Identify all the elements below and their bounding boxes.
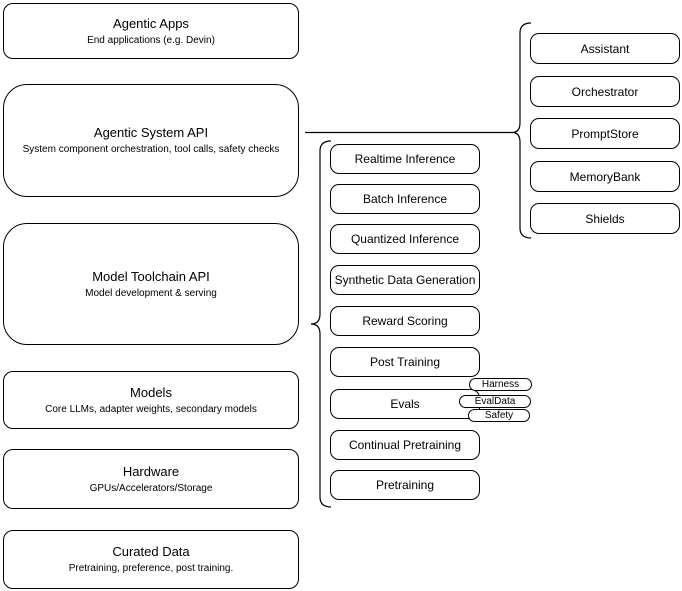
- box-subtitle: Model development & serving: [85, 287, 217, 299]
- box-subtitle: System component orchestration, tool cal…: [22, 144, 280, 155]
- node-label: Batch Inference: [362, 192, 448, 206]
- node-synthetic-data-generation: Synthetic Data Generation: [330, 265, 480, 295]
- node-label: Post Training: [369, 355, 441, 369]
- node-label: Synthetic Data Generation: [334, 273, 476, 287]
- box-agentic-apps: Agentic Apps End applications (e.g. Devi…: [3, 3, 299, 59]
- box-models: Models Core LLMs, adapter weights, secon…: [3, 371, 299, 429]
- node-batch-inference: Batch Inference: [330, 184, 480, 214]
- box-model-toolchain-api: Model Toolchain API Model development & …: [3, 223, 299, 345]
- node-shields: Shields: [530, 203, 680, 234]
- box-title: Curated Data: [112, 544, 190, 559]
- node-post-training: Post Training: [330, 347, 480, 377]
- node-orchestrator: Orchestrator: [530, 76, 680, 107]
- node-memorybank: MemoryBank: [530, 161, 680, 192]
- tag-safety: Safety: [468, 409, 530, 422]
- box-hardware: Hardware GPUs/Accelerators/Storage: [3, 449, 299, 509]
- node-realtime-inference: Realtime Inference: [330, 144, 480, 174]
- box-title: Agentic Apps: [113, 15, 189, 31]
- tag-evaldata: EvalData: [459, 395, 531, 408]
- node-label: Quantized Inference: [350, 232, 460, 246]
- box-subtitle: Pretraining, preference, post training.: [68, 563, 234, 574]
- node-quantized-inference: Quantized Inference: [330, 224, 480, 254]
- box-subtitle: GPUs/Accelerators/Storage: [89, 482, 213, 494]
- box-subtitle: Core LLMs, adapter weights, secondary mo…: [45, 403, 257, 415]
- node-label: Pretraining: [375, 478, 435, 492]
- node-pretraining: Pretraining: [330, 470, 480, 500]
- node-label: Evals: [390, 397, 420, 411]
- node-label: Continual Pretraining: [348, 438, 462, 452]
- box-title: Hardware: [122, 463, 180, 479]
- box-agentic-system-api: Agentic System API System component orch…: [3, 84, 299, 197]
- box-subtitle: End applications (e.g. Devin): [87, 34, 215, 46]
- node-label: PromptStore: [571, 126, 639, 141]
- node-assistant: Assistant: [530, 33, 680, 64]
- node-label: Reward Scoring: [362, 314, 448, 328]
- box-title: Model Toolchain API: [92, 268, 210, 284]
- node-label: Orchestrator: [571, 84, 639, 99]
- node-reward-scoring: Reward Scoring: [330, 306, 480, 336]
- middle-column-bracket: [310, 140, 332, 508]
- node-promptstore: PromptStore: [530, 118, 680, 149]
- node-evals: Evals: [330, 389, 480, 419]
- node-label: Shields: [585, 211, 625, 226]
- box-title: Models: [130, 384, 172, 400]
- node-continual-pretraining: Continual Pretraining: [330, 430, 480, 460]
- right-column-bracket: [511, 22, 532, 239]
- node-label: Assistant: [580, 41, 630, 56]
- node-label: MemoryBank: [569, 169, 641, 184]
- node-label: Realtime Inference: [354, 152, 456, 166]
- box-title: Agentic System API: [93, 125, 209, 140]
- tag-harness: Harness: [469, 378, 532, 391]
- box-curated-data: Curated Data Pretraining, preference, po…: [3, 530, 299, 589]
